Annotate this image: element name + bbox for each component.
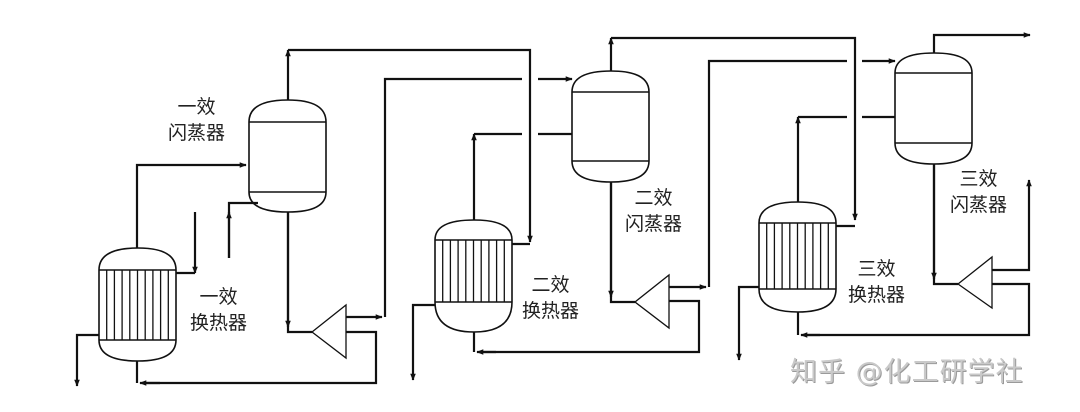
- flash3-vapor-out: [932, 32, 1031, 53]
- hx2-condensate-out: [410, 303, 435, 381]
- flash-drum-3-label: 三效 闪蒸器: [950, 166, 1007, 218]
- label-line: 闪蒸器: [168, 122, 226, 144]
- hx1-condensate-out: [74, 333, 99, 387]
- label-line: 闪蒸器: [950, 194, 1008, 216]
- label-line: 三效: [959, 168, 998, 190]
- heat-exchanger-2-icon: [434, 219, 513, 333]
- hx3-condensate-out: [736, 285, 759, 361]
- label-line: 一效: [199, 286, 238, 308]
- heat-exchanger-1-label: 一效 换热器: [190, 284, 247, 336]
- comp3-out: [992, 179, 1032, 272]
- comp2-riser: [707, 59, 847, 287]
- label-line: 换热器: [848, 284, 906, 306]
- label-line: 闪蒸器: [625, 213, 683, 235]
- flash-drum-1-icon: [248, 99, 327, 213]
- watermark: 知乎 @化工研学社: [790, 357, 1024, 388]
- label-line: 换热器: [522, 300, 580, 322]
- label-line: 一效: [177, 96, 216, 118]
- flash1-vapor-line: [288, 48, 533, 243]
- heat-exchanger-3-label: 三效 换热器: [848, 256, 905, 308]
- flash-drum-2-label: 二效 闪蒸器: [625, 185, 682, 237]
- comp1-return: [145, 330, 378, 385]
- heat-exchanger-2-label: 二效 换热器: [522, 272, 579, 324]
- compressor-2-icon: [633, 273, 670, 330]
- comp1-riser: [383, 77, 522, 317]
- heat-exchanger-1-icon: [98, 247, 177, 362]
- label-line: 换热器: [190, 312, 248, 334]
- flash2-vapor-line: [611, 36, 858, 221]
- comp3-return: [806, 282, 1031, 337]
- flash-drum-3-icon: [894, 52, 973, 165]
- flash-drum-1-label: 一效 闪蒸器: [168, 94, 225, 146]
- label-line: 二效: [531, 274, 570, 296]
- comp2-return: [482, 299, 701, 354]
- compressor-3-icon: [956, 255, 993, 310]
- flash1-feed-inlet: [227, 201, 258, 258]
- flash1-liquid-to-comp1: [286, 212, 312, 334]
- hx1-vapor-to-flash1: [135, 162, 247, 248]
- heat-exchanger-3-icon: [758, 201, 837, 313]
- compressor-1-icon: [310, 303, 347, 360]
- flash-drum-2-icon: [571, 70, 650, 183]
- label-line: 三效: [857, 258, 896, 280]
- label-line: 二效: [634, 187, 673, 209]
